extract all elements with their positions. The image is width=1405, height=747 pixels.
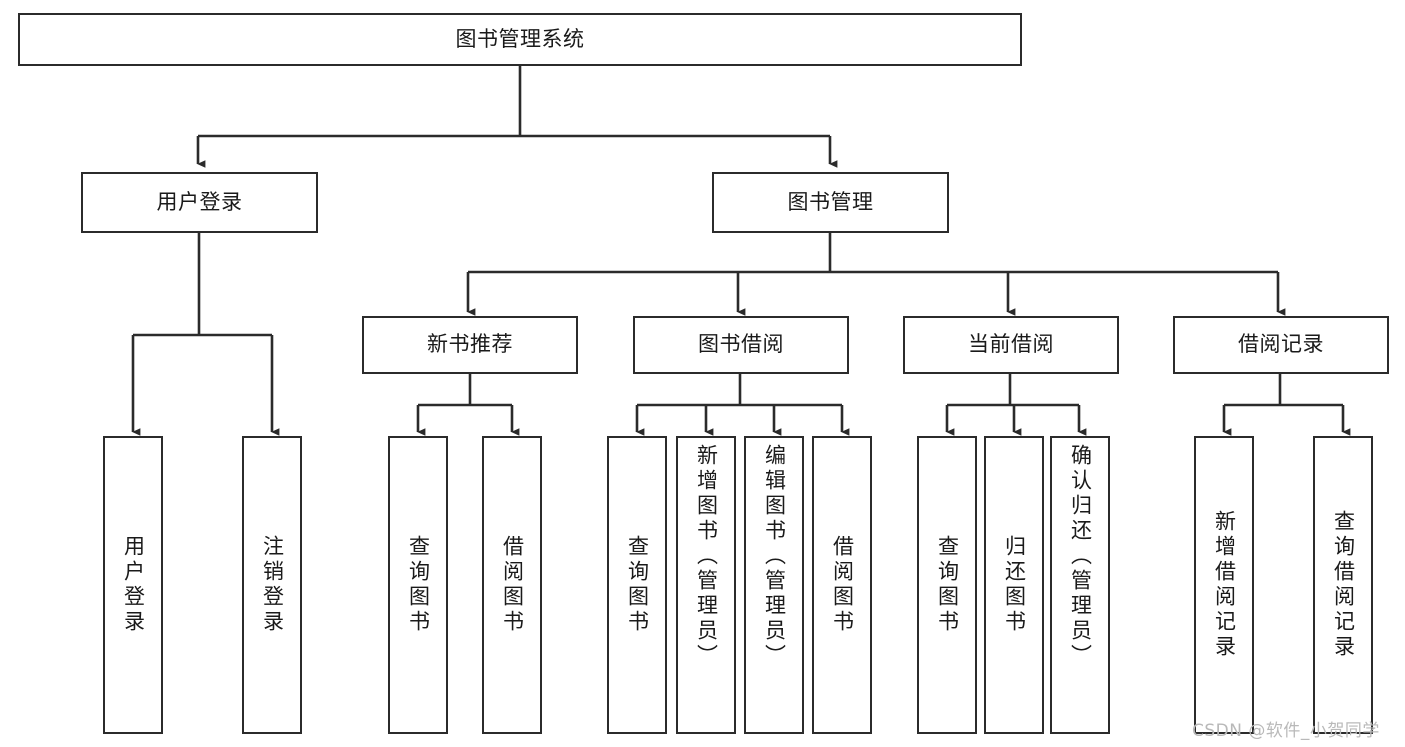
- node-label-new-book-recommend: 新书推荐: [427, 332, 513, 357]
- node-leaf-edit-book[interactable]: 编辑图书（管理员）: [744, 436, 804, 734]
- node-current-borrow[interactable]: 当前借阅: [903, 316, 1119, 374]
- node-label-leaf-add-book: 新增图书（管理员）: [694, 444, 719, 669]
- node-label-book-manage: 图书管理: [787, 189, 874, 214]
- csdn-watermark: CSDN @软件_小贺同学: [1192, 721, 1380, 741]
- node-borrow-record[interactable]: 借阅记录: [1173, 316, 1389, 374]
- node-label-leaf-borrow-book-1: 借阅图书: [500, 535, 525, 635]
- node-label-leaf-borrow-book-2: 借阅图书: [830, 535, 855, 635]
- node-label-current-borrow: 当前借阅: [968, 332, 1054, 357]
- node-leaf-query-book-3[interactable]: 查询图书: [917, 436, 977, 734]
- node-leaf-logout-login[interactable]: 注销登录: [242, 436, 302, 734]
- node-label-leaf-query-book-1: 查询图书: [406, 535, 431, 635]
- node-label-leaf-query-book-3: 查询图书: [935, 535, 960, 635]
- node-leaf-query-book-1[interactable]: 查询图书: [388, 436, 448, 734]
- node-leaf-borrow-book-1[interactable]: 借阅图书: [482, 436, 542, 734]
- node-label-borrow-record: 借阅记录: [1238, 332, 1324, 357]
- node-label-leaf-confirm-return: 确认归还（管理员）: [1068, 444, 1093, 669]
- node-label-book-borrow: 图书借阅: [698, 332, 784, 357]
- node-label-root: 图书管理系统: [455, 26, 585, 51]
- node-leaf-add-record[interactable]: 新增借阅记录: [1194, 436, 1254, 734]
- node-label-user-login: 用户登录: [156, 189, 243, 214]
- node-user-login[interactable]: 用户登录: [81, 172, 318, 233]
- node-label-leaf-query-book-2: 查询图书: [625, 535, 650, 635]
- node-leaf-return-book[interactable]: 归还图书: [984, 436, 1044, 734]
- node-label-leaf-edit-book: 编辑图书（管理员）: [762, 444, 787, 669]
- node-leaf-query-book-2[interactable]: 查询图书: [607, 436, 667, 734]
- node-leaf-confirm-return[interactable]: 确认归还（管理员）: [1050, 436, 1110, 734]
- node-label-leaf-query-record: 查询借阅记录: [1331, 510, 1356, 660]
- node-leaf-query-record[interactable]: 查询借阅记录: [1313, 436, 1373, 734]
- node-new-book-recommend[interactable]: 新书推荐: [362, 316, 578, 374]
- node-leaf-user-login[interactable]: 用户登录: [103, 436, 163, 734]
- node-label-leaf-add-record: 新增借阅记录: [1212, 510, 1237, 660]
- node-label-leaf-return-book: 归还图书: [1002, 535, 1027, 635]
- node-label-leaf-logout-login: 注销登录: [260, 535, 285, 635]
- node-leaf-add-book[interactable]: 新增图书（管理员）: [676, 436, 736, 734]
- node-book-manage[interactable]: 图书管理: [712, 172, 949, 233]
- node-leaf-borrow-book-2[interactable]: 借阅图书: [812, 436, 872, 734]
- node-label-leaf-user-login: 用户登录: [121, 535, 146, 635]
- node-book-borrow[interactable]: 图书借阅: [633, 316, 849, 374]
- node-root-book-management-system[interactable]: 图书管理系统: [18, 13, 1022, 66]
